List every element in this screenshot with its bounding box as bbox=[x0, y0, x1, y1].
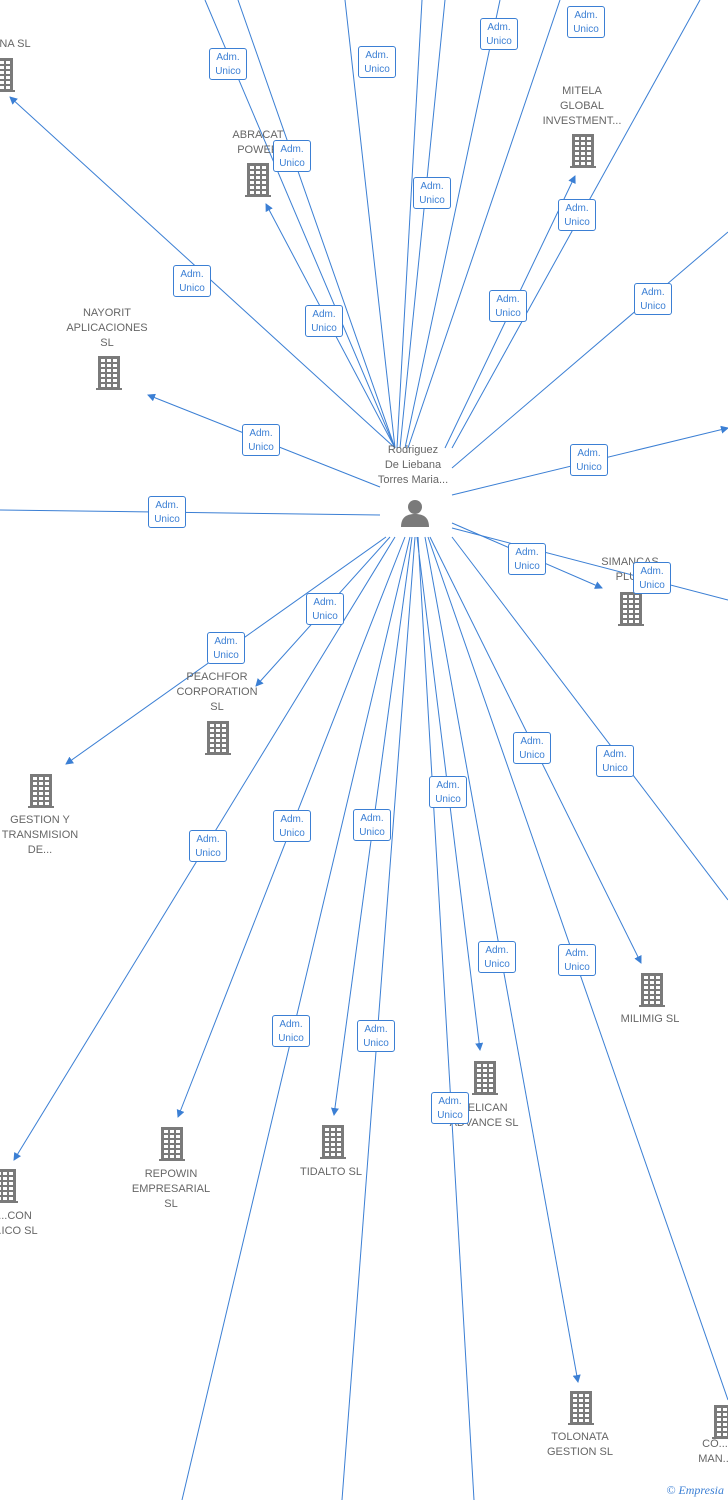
building-icon[interactable] bbox=[618, 592, 644, 631]
edge-line-17 bbox=[451, 527, 728, 601]
relation-label[interactable]: Adm. Unico bbox=[634, 283, 672, 315]
company-label-c4[interactable]: NAYORIT APLICACIONES SL bbox=[66, 307, 148, 349]
edge-line-30 bbox=[417, 536, 475, 1500]
relation-label[interactable]: Adm. Unico bbox=[273, 810, 311, 842]
relation-label[interactable]: Adm. Unico bbox=[513, 732, 551, 764]
relation-label[interactable]: Adm. Unico bbox=[567, 6, 605, 38]
relation-label[interactable]: Adm. Unico bbox=[148, 496, 186, 528]
person-icon[interactable] bbox=[400, 498, 430, 533]
company-label-c10[interactable]: REPOWIN EMPRESARIAL SL bbox=[131, 1168, 211, 1210]
relation-label[interactable]: Adm. Unico bbox=[189, 830, 227, 862]
relation-label[interactable]: Adm. Unico bbox=[242, 424, 280, 456]
copyright-footer: © Empresia bbox=[666, 1483, 724, 1498]
building-icon[interactable] bbox=[159, 1127, 185, 1166]
company-label-c11[interactable]: TIDALTO SL bbox=[300, 1166, 362, 1178]
building-icon[interactable] bbox=[0, 1169, 18, 1208]
edge-line-2 bbox=[237, 0, 396, 449]
relation-label[interactable]: Adm. Unico bbox=[633, 562, 671, 594]
company-label-c2[interactable]: ABRACAT POWER bbox=[232, 129, 284, 156]
edge-line-29 bbox=[341, 536, 416, 1500]
relation-label[interactable]: Adm. Unico bbox=[358, 46, 396, 78]
relation-label[interactable]: Adm. Unico bbox=[508, 543, 546, 575]
relation-label[interactable]: Adm. Unico bbox=[207, 632, 245, 664]
relation-label[interactable]: Adm. Unico bbox=[429, 776, 467, 808]
company-label-c12[interactable]: ...CON ...ICO SL bbox=[0, 1210, 38, 1237]
relation-label[interactable]: Adm. Unico bbox=[173, 265, 211, 297]
brand-logo[interactable]: Empresia bbox=[678, 1483, 724, 1497]
building-icon[interactable] bbox=[0, 58, 15, 97]
building-icon[interactable] bbox=[320, 1125, 346, 1164]
company-label-c1[interactable]: NA SL bbox=[0, 38, 31, 50]
relation-label[interactable]: Adm. Unico bbox=[413, 177, 451, 209]
relation-label[interactable]: Adm. Unico bbox=[558, 944, 596, 976]
edge-line-9 bbox=[407, 0, 561, 449]
building-icon[interactable] bbox=[712, 1405, 728, 1444]
company-label-c14[interactable]: CO... MAN... bbox=[698, 1438, 728, 1465]
relation-label[interactable]: Adm. Unico bbox=[558, 199, 596, 231]
company-label-c8[interactable]: MILIMIG SL bbox=[620, 1013, 680, 1025]
building-icon[interactable] bbox=[568, 1391, 594, 1430]
building-icon[interactable] bbox=[205, 721, 231, 760]
edge-line-3 bbox=[344, 0, 396, 449]
relation-label[interactable]: Adm. Unico bbox=[431, 1092, 469, 1124]
building-icon[interactable] bbox=[570, 134, 596, 173]
relation-label[interactable]: Adm. Unico bbox=[273, 140, 311, 172]
person-name[interactable]: Rodriguez De Liebana Torres Maria... bbox=[377, 444, 449, 486]
relation-label[interactable]: Adm. Unico bbox=[306, 593, 344, 625]
edge-line-7 bbox=[399, 0, 446, 449]
building-icon[interactable] bbox=[28, 774, 54, 813]
company-label-c13[interactable]: TOLONATA GESTION SL bbox=[546, 1431, 614, 1458]
company-label-c3[interactable]: MITELA GLOBAL INVESTMENT... bbox=[542, 85, 622, 127]
building-icon[interactable] bbox=[96, 356, 122, 395]
relation-label[interactable]: Adm. Unico bbox=[489, 290, 527, 322]
building-icon[interactable] bbox=[639, 973, 665, 1012]
relation-label[interactable]: Adm. Unico bbox=[272, 1015, 310, 1047]
relation-label[interactable]: Adm. Unico bbox=[357, 1020, 395, 1052]
building-icon[interactable] bbox=[472, 1061, 498, 1100]
edge-line-8 bbox=[404, 0, 501, 449]
relation-label[interactable]: Adm. Unico bbox=[353, 809, 391, 841]
relation-label[interactable]: Adm. Unico bbox=[596, 745, 634, 777]
edge-line-20 bbox=[451, 536, 728, 901]
edge-line-15 bbox=[0, 509, 381, 516]
relation-label[interactable]: Adm. Unico bbox=[305, 305, 343, 337]
building-icon[interactable] bbox=[245, 163, 271, 202]
edge-line-6 bbox=[396, 0, 423, 449]
relation-label[interactable]: Adm. Unico bbox=[209, 48, 247, 80]
relation-label[interactable]: Adm. Unico bbox=[480, 18, 518, 50]
edge-line-12 bbox=[451, 231, 728, 469]
relation-label[interactable]: Adm. Unico bbox=[478, 941, 516, 973]
company-label-c6[interactable]: PEACHFOR CORPORATION SL bbox=[176, 671, 258, 713]
relation-label[interactable]: Adm. Unico bbox=[570, 444, 608, 476]
company-label-c7[interactable]: GESTION Y TRANSMISION DE... bbox=[1, 814, 79, 856]
copyright-icon: © bbox=[666, 1483, 676, 1497]
